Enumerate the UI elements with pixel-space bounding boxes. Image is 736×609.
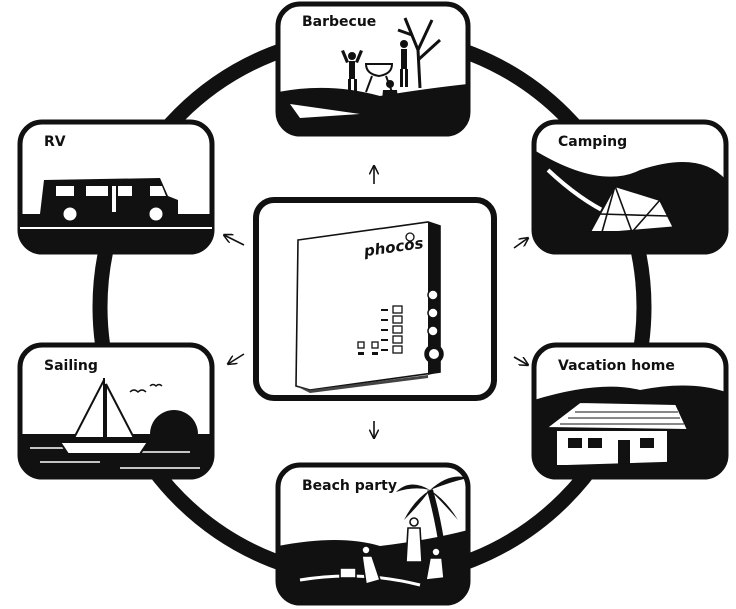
arrows xyxy=(224,166,528,438)
phocos-power-device-icon: phocos xyxy=(295,221,444,393)
sailboat-icon xyxy=(20,378,212,477)
arrow-to-vacation-home xyxy=(513,356,528,365)
scene-label-sailing: Sailing xyxy=(44,358,98,374)
camping-tent-icon xyxy=(534,150,726,252)
scene-camping: Camping xyxy=(531,119,729,255)
rv-motorhome-icon xyxy=(20,178,212,252)
vacation-home-icon xyxy=(534,385,726,477)
scene-label-rv: RV xyxy=(44,134,66,150)
scene-label-beach-party: Beach party xyxy=(302,478,397,494)
scene-label-camping: Camping xyxy=(558,134,627,150)
scene-beach-party: Beach party xyxy=(275,462,471,606)
center-device-panel: phocos xyxy=(253,197,497,401)
barbecue-scene-icon xyxy=(278,17,468,134)
scene-label-vacation-home: Vacation home xyxy=(558,358,675,374)
scene-sailing: Sailing xyxy=(17,342,215,480)
scene-barbecue: Barbecue xyxy=(275,1,471,137)
arrow-to-rv xyxy=(224,235,245,246)
arrow-to-sailing xyxy=(228,353,245,364)
arrow-to-camping xyxy=(513,238,528,249)
scene-label-barbecue: Barbecue xyxy=(302,14,376,30)
scene-rv: RV xyxy=(17,119,215,255)
scene-vacation-home: Vacation home xyxy=(531,342,729,480)
beach-party-icon xyxy=(278,476,468,603)
